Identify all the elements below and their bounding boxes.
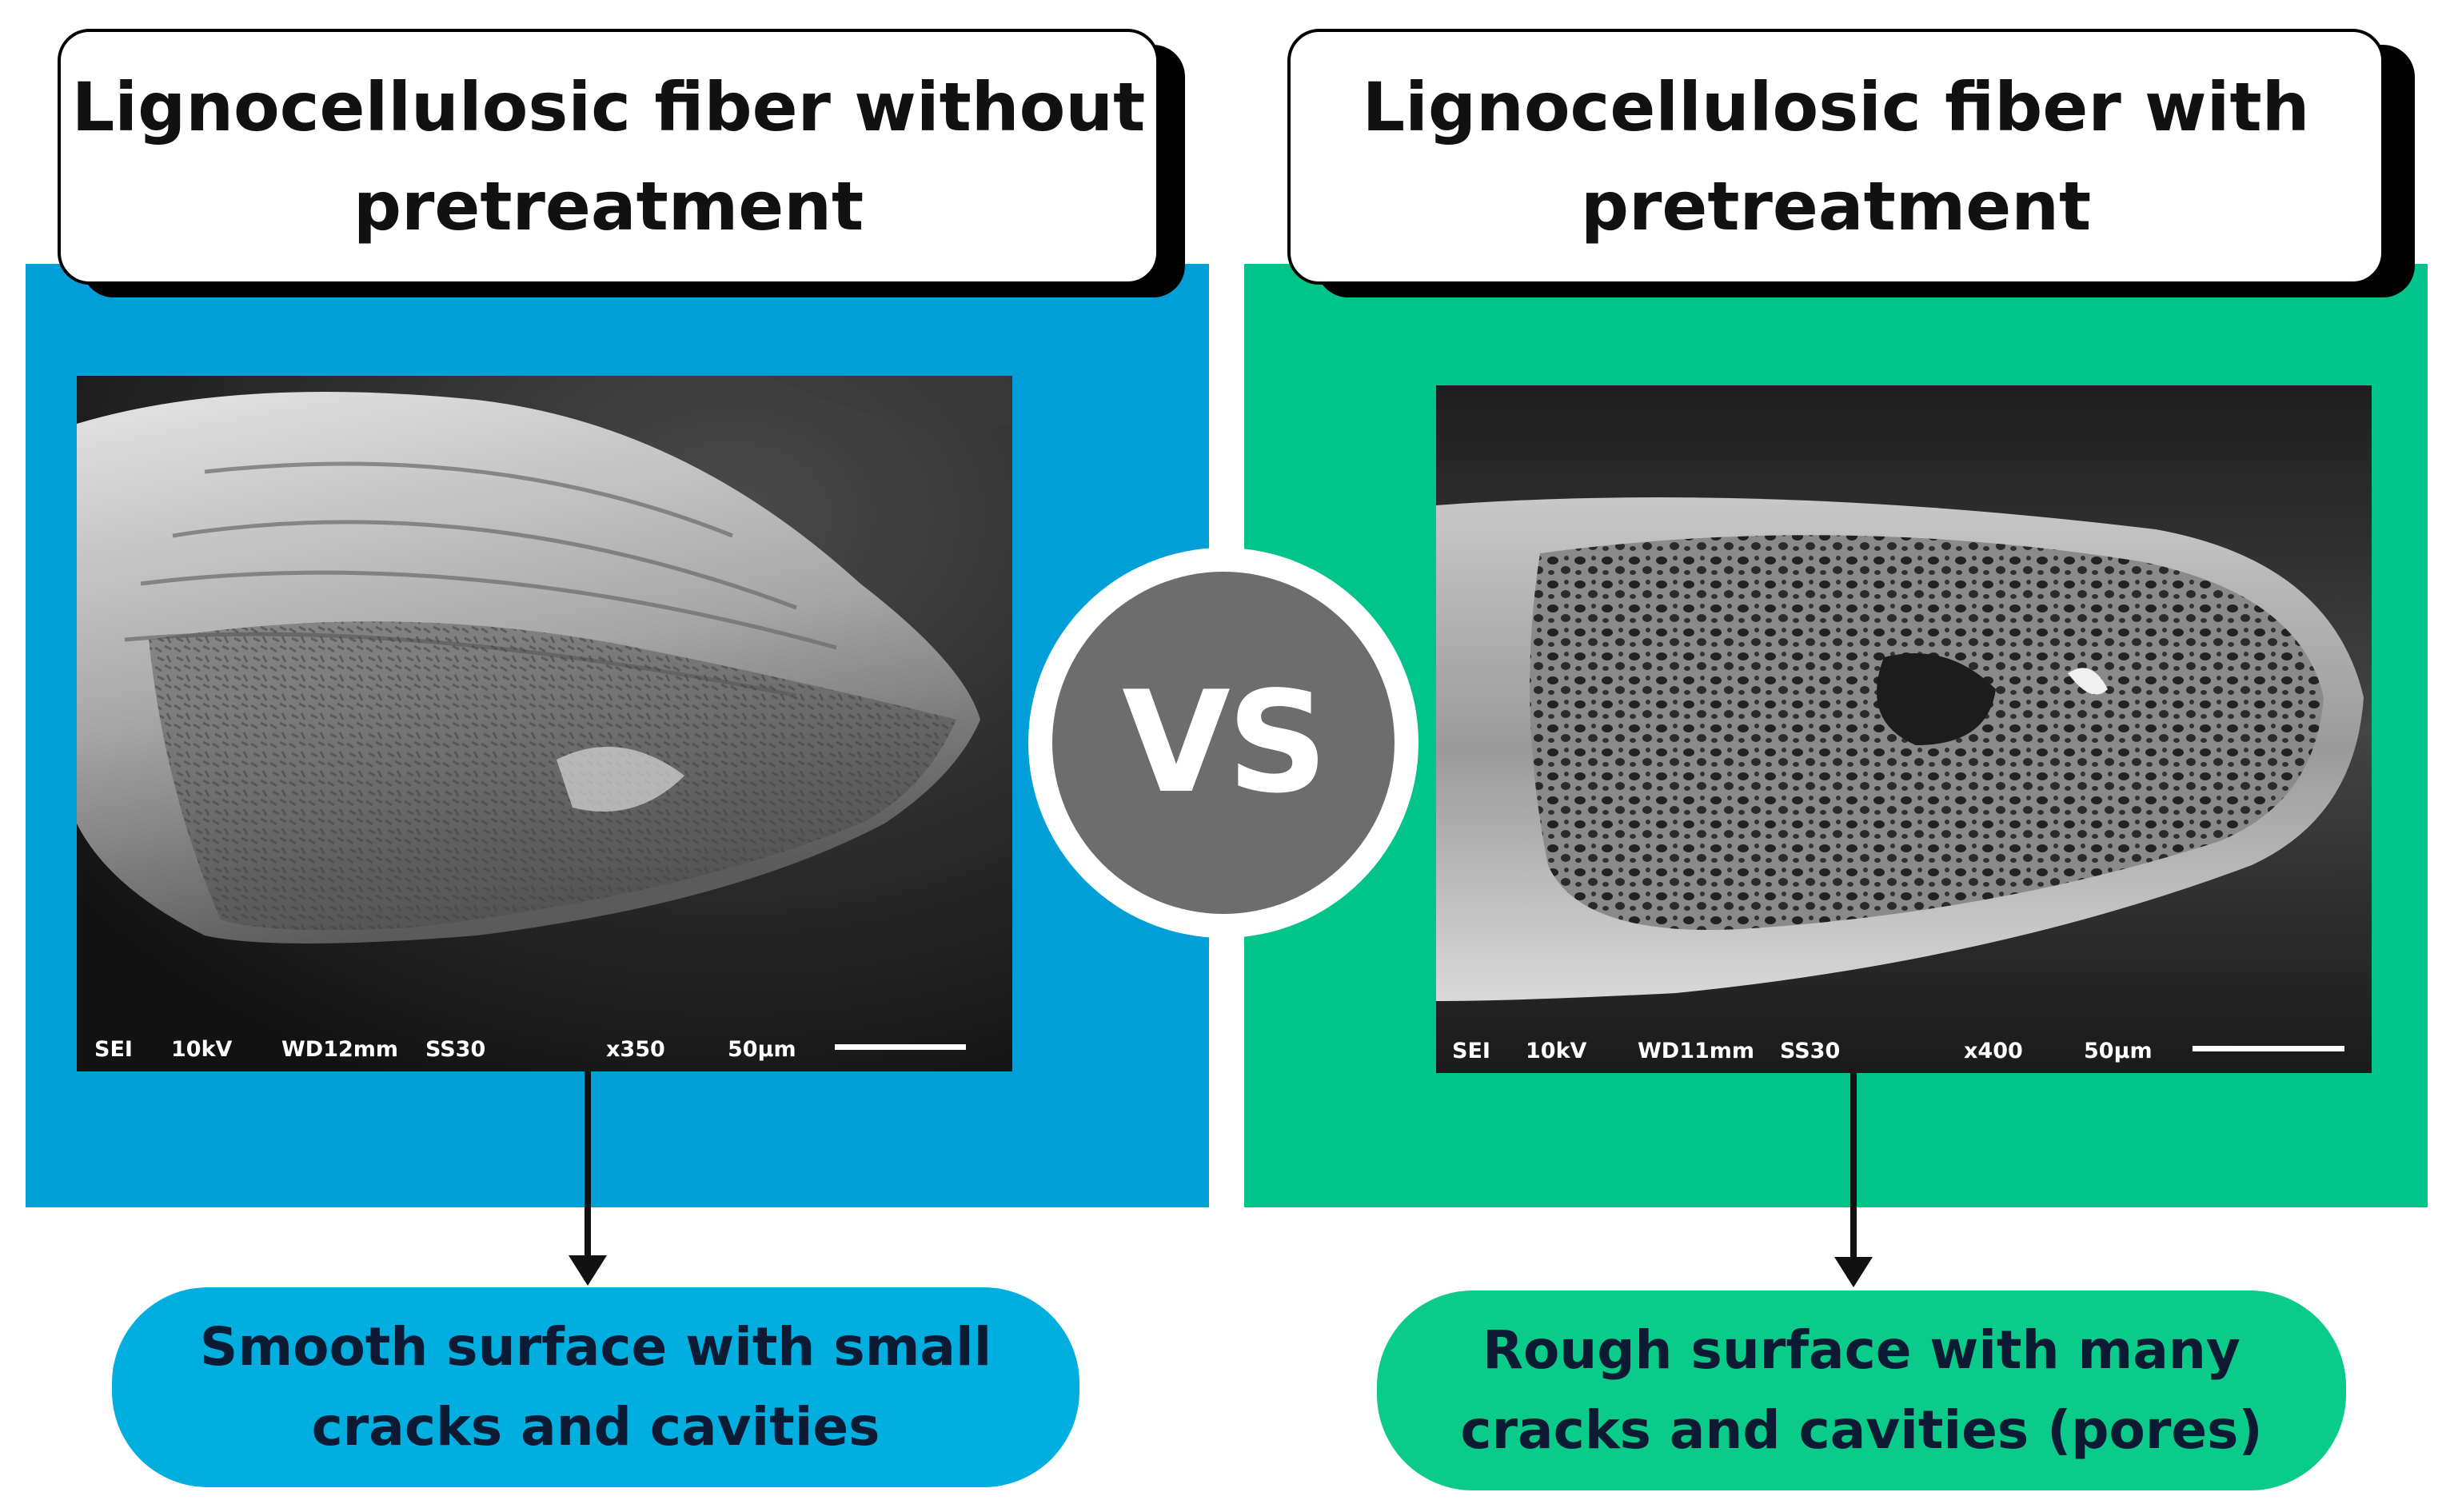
left-title-line2: pretreatment — [353, 167, 864, 245]
left-result-line1: Smooth surface with small — [199, 1316, 992, 1378]
right-title-line2: pretreatment — [1580, 167, 2092, 245]
right-sem-ss: SS30 — [1780, 1038, 1841, 1063]
right-sem-scale: 50µm — [2084, 1038, 2153, 1063]
right-sem-image: SEI 10kV WD11mm SS30 x400 50µm — [1436, 385, 2372, 1073]
left-fiber-illustration — [77, 376, 1012, 1071]
right-scale-bar — [2193, 1046, 2344, 1051]
right-title-box: Lignocellulosic fiber with pretreatment — [1287, 29, 2384, 285]
left-arrow-head — [569, 1255, 607, 1286]
left-scale-bar — [835, 1044, 966, 1050]
vs-label: VS — [1122, 661, 1327, 824]
left-title-line1: Lignocellulosic fiber without — [71, 68, 1146, 146]
right-sem-databar: SEI 10kV WD11mm SS30 x400 50µm — [1436, 1028, 2372, 1073]
left-title-box: Lignocellulosic fiber without pretreatme… — [58, 29, 1159, 285]
right-sem-wd: WD11mm — [1638, 1038, 1755, 1063]
left-result-box: Smooth surface with small cracks and cav… — [112, 1287, 1079, 1487]
right-sem-mag: x400 — [1964, 1038, 2023, 1063]
right-arrow-head — [1834, 1257, 1873, 1287]
vs-badge: VS — [1052, 572, 1395, 914]
right-arrow-line — [1850, 1073, 1857, 1265]
left-sem-image: SEI 10kV WD12mm SS30 x350 50µm — [77, 376, 1012, 1071]
left-arrow-line — [585, 1071, 591, 1263]
left-sem-scale: 50µm — [728, 1036, 796, 1062]
right-fiber-illustration — [1436, 385, 2372, 1073]
left-result-line2: cracks and cavities — [311, 1396, 880, 1458]
left-sem-kv: 10kV — [171, 1036, 233, 1062]
left-sem-mag: x350 — [606, 1036, 665, 1062]
right-result-box: Rough surface with many cracks and cavit… — [1377, 1291, 2346, 1490]
right-sem-kv: 10kV — [1526, 1038, 1587, 1063]
right-result-line1: Rough surface with many — [1482, 1319, 2241, 1381]
right-title-line1: Lignocellulosic fiber with — [1362, 68, 2310, 146]
left-sem-ss: SS30 — [425, 1036, 486, 1062]
left-sem-wd: WD12mm — [281, 1036, 399, 1062]
left-sem-databar: SEI 10kV WD12mm SS30 x350 50µm — [77, 1027, 1012, 1071]
right-result-line2: cracks and cavities (pores) — [1460, 1399, 2263, 1461]
right-sem-mode: SEI — [1452, 1038, 1490, 1063]
left-sem-mode: SEI — [94, 1036, 133, 1062]
